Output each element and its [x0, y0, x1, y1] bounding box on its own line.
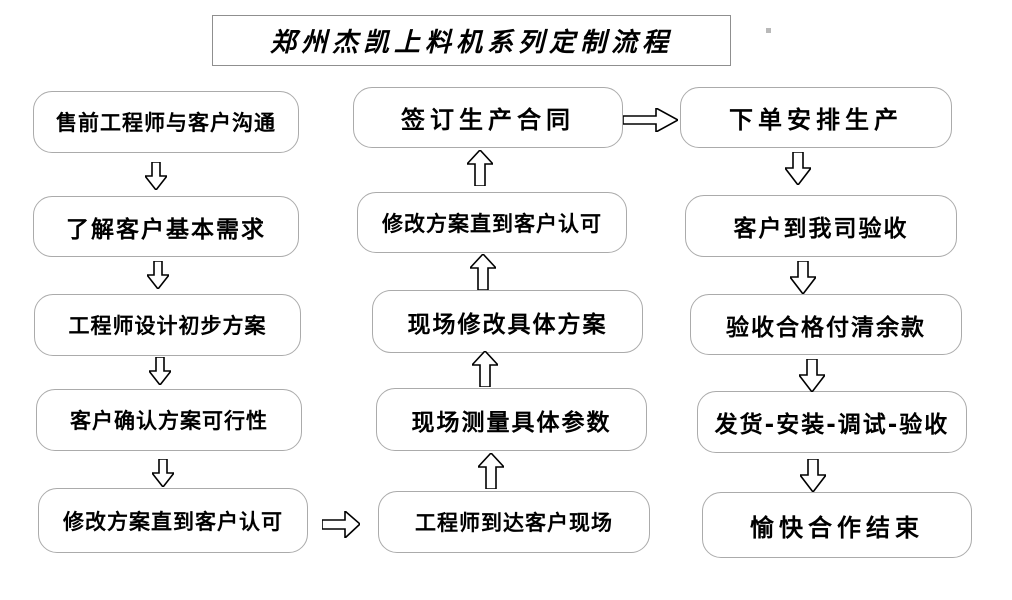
flow-step-label: 工程师设计初步方案: [68, 314, 267, 338]
flow-step-understand-needs: 了解客户基本需求: [33, 196, 299, 257]
down-arrow-icon: [788, 260, 818, 296]
flow-step-customer-acceptance-visit: 客户到我司验收: [685, 195, 957, 257]
down-arrow-icon: [783, 151, 813, 187]
down-arrow-icon: [150, 458, 176, 489]
down-arrow-icon: [143, 161, 169, 192]
flow-step-label: 愉快合作结束: [750, 513, 924, 542]
down-arrow-icon: [798, 458, 828, 494]
up-arrow-icon: [465, 148, 495, 187]
flow-step-label: 了解客户基本需求: [66, 216, 266, 243]
right-arrow-icon: [622, 106, 680, 134]
flow-step-pay-balance: 验收合格付清余款: [690, 294, 962, 355]
flow-step-revise-until-approved-2: 修改方案直到客户认可: [357, 192, 627, 253]
flow-step-label: 验收合格付清余款: [726, 314, 926, 341]
flow-step-label: 签订生产合同: [401, 106, 575, 134]
flow-step-label: 售前工程师与客户沟通: [56, 111, 276, 135]
flow-step-order-production: 下单安排生产: [680, 87, 952, 148]
flow-step-onsite-revise-plan: 现场修改具体方案: [372, 290, 643, 353]
flow-step-engineer-arrives-site: 工程师到达客户现场: [378, 491, 650, 553]
flow-step-onsite-measure-params: 现场测量具体参数: [376, 388, 647, 451]
flow-step-presales-communication: 售前工程师与客户沟通: [33, 91, 299, 153]
up-arrow-icon: [468, 252, 498, 291]
flow-step-label: 工程师到达客户现场: [415, 511, 613, 535]
flow-step-label: 修改方案直到客户认可: [63, 509, 283, 534]
flow-step-sign-contract: 签订生产合同: [353, 87, 623, 148]
flow-step-ship-install-debug-accept: 发货-安装-调试-验收: [697, 391, 967, 453]
flow-step-label: 现场测量具体参数: [411, 409, 612, 436]
title-box: 郑州杰凯上料机系列定制流程: [212, 15, 731, 66]
flow-step-label: 现场修改具体方案: [407, 311, 608, 338]
flow-step-confirm-feasibility: 客户确认方案可行性: [36, 389, 302, 451]
flow-step-label: 下单安排生产: [729, 106, 903, 134]
flow-step-happy-cooperation-end: 愉快合作结束: [702, 492, 972, 558]
flow-step-label: 发货-安装-调试-验收: [714, 412, 950, 438]
anchor-dot: [766, 28, 771, 33]
down-arrow-icon: [147, 356, 173, 387]
flow-step-revise-until-approved-1: 修改方案直到客户认可: [38, 488, 308, 553]
up-arrow-icon: [476, 451, 506, 490]
down-arrow-icon: [145, 260, 171, 291]
flow-step-label: 客户到我司验收: [733, 216, 909, 242]
down-arrow-icon: [797, 358, 827, 394]
flow-step-label: 客户确认方案可行性: [70, 409, 268, 433]
page-title: 郑州杰凯上料机系列定制流程: [269, 28, 673, 58]
right-arrow-icon: [321, 509, 362, 540]
flow-step-label: 修改方案直到客户认可: [382, 211, 602, 236]
flow-step-engineer-design: 工程师设计初步方案: [34, 294, 301, 356]
up-arrow-icon: [470, 349, 500, 388]
